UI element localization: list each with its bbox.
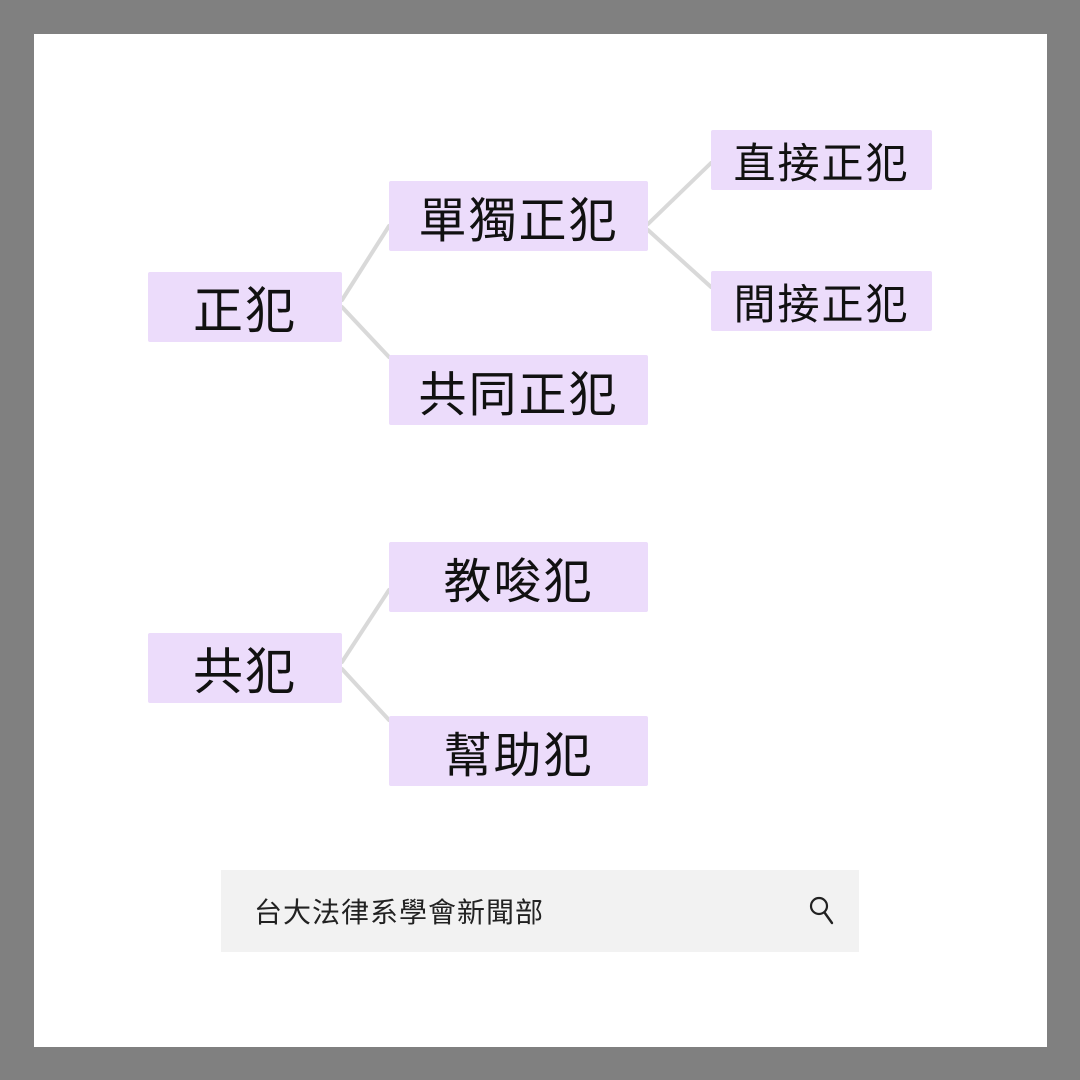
edge-zhengfan-gongtong [340, 305, 391, 359]
edge-gongfan-jiaosuo [340, 588, 391, 664]
search-icon[interactable] [807, 894, 837, 928]
search-query-text[interactable]: 台大法律系學會新聞部 [254, 896, 545, 929]
node-jianjie-zhengfan: 間接正犯 [711, 271, 932, 331]
edge-zhengfan-dandu [340, 224, 391, 302]
edge-gongfan-bangzhu [340, 667, 391, 722]
node-gongfan: 共犯 [148, 633, 342, 703]
node-zhijie-zhengfan: 直接正犯 [711, 130, 932, 190]
edge-dandu-jianjie [646, 228, 713, 289]
node-dandu-zhengfan: 單獨正犯 [389, 181, 648, 251]
search-bar[interactable]: 台大法律系學會新聞部 [221, 870, 859, 952]
edge-dandu-zhijie [646, 161, 713, 226]
node-zhengfan: 正犯 [148, 272, 342, 342]
node-gongtong-zhengfan: 共同正犯 [389, 355, 648, 425]
node-jiaosuofan: 教唆犯 [389, 542, 648, 612]
node-bangzhufan: 幫助犯 [389, 716, 648, 786]
